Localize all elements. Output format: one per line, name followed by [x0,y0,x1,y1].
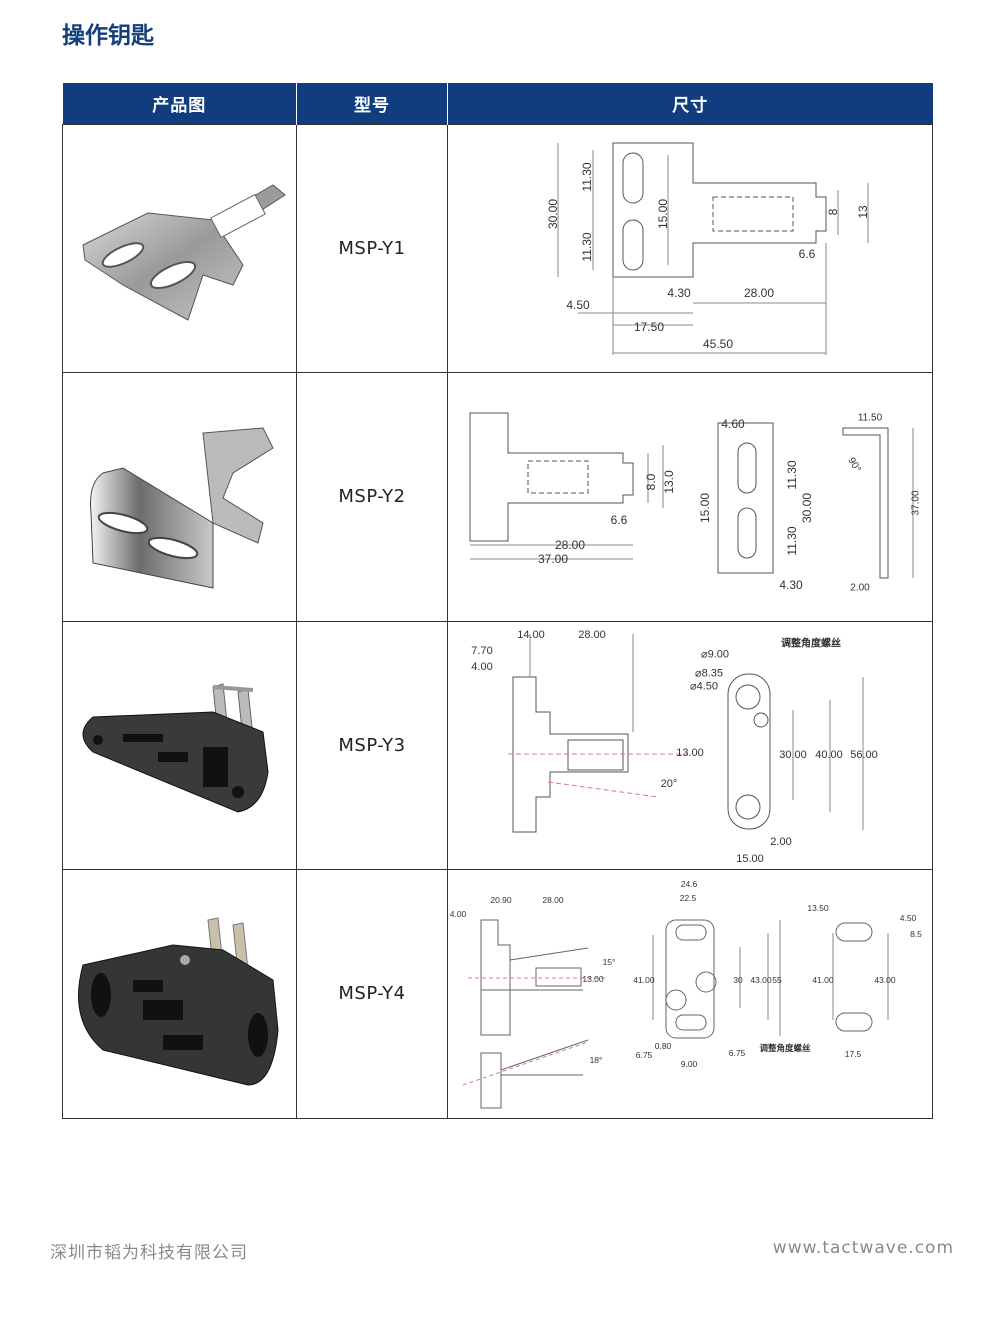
dimension-drawing-cell: 8.0 13.0 6.6 28.00 37.00 4.60 11.30 30.0… [447,372,933,622]
product-photo-msp-y2 [90,427,274,589]
dim-label: 22.5 [679,893,697,903]
dim-label: 37.00 [910,490,922,516]
product-photo-msp-y1 [82,183,286,321]
dim-label: 6.75 [728,1048,746,1058]
product-photo-msp-y3 [82,682,269,813]
table-row: MSP-Y4 4.00 20.90 28.00 15° 13.00 18° 24… [62,869,933,1119]
model-cell: MSP-Y3 [296,620,448,870]
dim-label: 28.00 [578,628,606,641]
dim-label: 8.5 [910,929,922,939]
dimension-drawing-cell: 14.00 28.00 7.70 4.00 13.00 20° 调整角度螺丝 ⌀… [447,620,933,870]
dim-label: 20° [660,777,678,790]
product-photo-msp-y4 [78,917,279,1086]
adjust-screw-label: 调整角度螺丝 [781,638,841,649]
product-photo-cell [62,123,297,373]
dim-label: 14.00 [517,628,545,641]
dim-label: 4.60 [721,417,745,431]
dim-label: 11.30 [580,231,594,262]
dimension-drawing-msp-y2: 8.0 13.0 6.6 28.00 37.00 4.60 11.30 30.0… [448,373,932,621]
dim-label: 8 [826,208,840,215]
dim-label: 30.00 [800,492,814,524]
dim-label: 43.00 [750,975,772,985]
dimension-drawing-msp-y1: 11.30 30.00 15.00 11.30 8 13 6.6 4.30 28… [448,125,932,373]
dim-label: 41.00 [812,975,834,985]
dim-label: 4.50 [566,297,590,312]
dim-label: 7.70 [471,644,493,657]
product-photo-cell [62,620,297,870]
dim-label: 41.00 [633,975,655,985]
dim-label: 4.30 [667,285,691,300]
dim-label: 0.80 [654,1041,672,1051]
table-row: MSP-Y3 14.00 28.00 7.70 4.00 13.00 20° 调… [62,620,933,870]
dim-label: 9.00 [680,1059,698,1069]
header-dimensions: 尺寸 [447,83,933,124]
dimension-drawing-msp-y4: 4.00 20.90 28.00 15° 13.00 18° 24.6 22.5… [448,870,932,1118]
dim-label: 43.00 [874,975,896,985]
dim-label: 2.00 [850,582,870,594]
dim-label: 20.90 [490,895,512,905]
dim-label: 4.30 [779,578,803,592]
dim-label: 30 [733,975,743,985]
dim-label: ⌀4.50 [689,680,719,692]
footer-website[interactable]: www.tactwave.com [772,1238,954,1258]
table-row: MSP-Y2 8.0 13.0 6.6 28.00 37.00 4.60 11.… [62,372,933,622]
dim-label: 28.00 [554,538,586,552]
model-cell: MSP-Y4 [296,869,448,1119]
product-table: 产品图 型号 尺寸 MSP-Y1 11.30 30.00 15.00 11.30… [62,83,933,1119]
dim-label: 17.5 [844,1049,862,1059]
dim-label: 13.0 [662,470,676,494]
dim-label: 18° [589,1055,603,1065]
footer-company: 深圳市韬为科技有限公司 [50,1243,248,1263]
dim-label: 30.00 [546,198,560,229]
dim-label: 45.50 [702,336,734,351]
product-photo-cell [62,869,297,1119]
dim-label: 15.00 [698,492,712,524]
dim-label: 6.6 [610,513,628,527]
dim-label: ⌀8.35 [694,667,724,679]
dim-label: 6.75 [635,1050,653,1060]
dim-label: 4.00 [449,909,467,919]
dim-label: 56.00 [850,748,878,761]
dim-label: 15° [602,957,616,967]
dim-label: 11.30 [785,460,799,490]
dim-label: 13 [856,204,870,219]
dim-label: 55 [772,975,782,985]
dim-label: 13.50 [807,903,829,913]
dim-label: 28.00 [743,285,775,300]
dim-label: 15.00 [736,852,764,865]
model-cell: MSP-Y1 [296,123,448,373]
dim-label: 28.00 [542,895,564,905]
dimension-drawing-cell: 4.00 20.90 28.00 15° 13.00 18° 24.6 22.5… [447,869,933,1119]
header-model: 型号 [296,83,448,124]
adjust-screw-label: 调整角度螺丝 [759,1043,811,1053]
dim-label: 13.00 [676,746,704,759]
page-title: 操作钥匙 [62,23,154,49]
dim-label: 6.6 [798,246,816,261]
dim-label: 37.00 [537,552,569,566]
dim-label: 4.50 [899,913,917,923]
dim-label: 30.00 [779,748,807,761]
dim-label: 8.0 [644,473,658,491]
dim-label: 11.30 [785,526,799,556]
dim-label: ⌀9.00 [700,648,730,660]
dim-label: 24.6 [680,879,698,889]
dim-label: 11.50 [857,412,883,424]
dim-label: 4.00 [471,660,493,673]
dim-label: 17.50 [633,319,665,334]
model-cell: MSP-Y2 [296,372,448,622]
dim-label: 11.30 [580,161,594,192]
dim-label: 15.00 [656,198,670,229]
dim-label: 2.00 [770,835,792,848]
product-photo-cell [62,372,297,622]
dimension-drawing-msp-y3: 14.00 28.00 7.70 4.00 13.00 20° 调整角度螺丝 ⌀… [448,622,932,870]
table-header: 产品图 型号 尺寸 [62,83,933,124]
table-row: MSP-Y1 11.30 30.00 15.00 11.30 8 13 6.6 … [62,123,933,373]
dim-label: 40.00 [815,748,843,761]
dimension-drawing-cell: 11.30 30.00 15.00 11.30 8 13 6.6 4.30 28… [447,123,933,373]
dim-label: 13.00 [582,974,604,984]
header-product-image: 产品图 [62,83,297,124]
